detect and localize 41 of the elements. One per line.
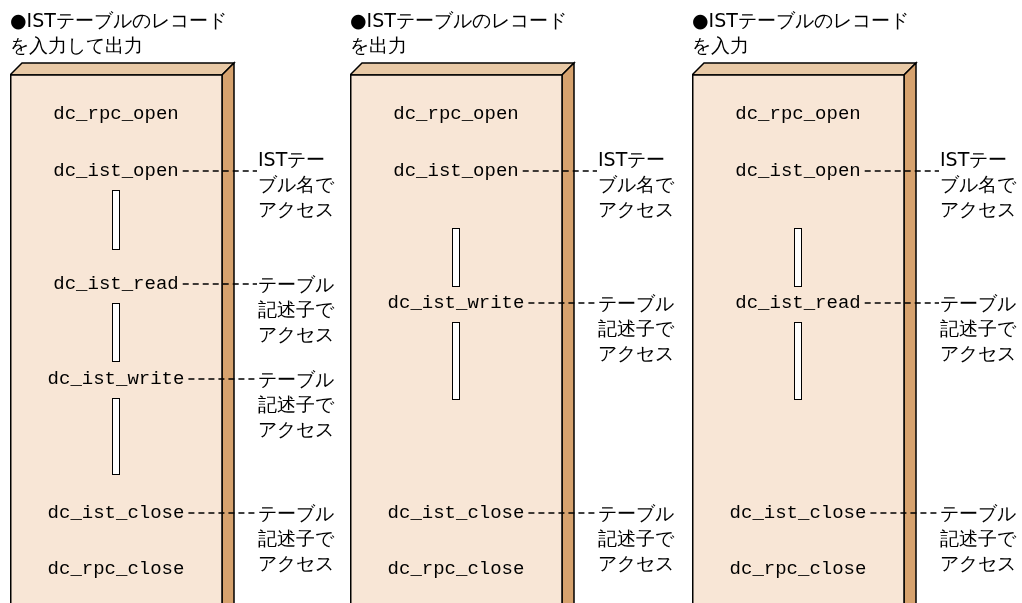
note-text: ISTテーブル名でアクセス xyxy=(940,147,1022,222)
function-name: dc_ist_write xyxy=(387,292,525,314)
processing-bar xyxy=(112,190,120,250)
function-name: dc_ist_close xyxy=(729,502,867,524)
note-text: テーブル記述子でアクセス xyxy=(940,501,1022,576)
function-name: dc_rpc_close xyxy=(387,558,525,580)
panel-heading: ●ISTテーブルのレコードを入力して出力 xyxy=(10,8,228,58)
leader-line xyxy=(863,302,940,304)
processing-bar xyxy=(452,228,460,287)
note-text: テーブル記述子でアクセス xyxy=(258,501,340,576)
function-name: dc_ist_open xyxy=(735,160,861,182)
leader-line xyxy=(863,170,940,172)
note-text: ISTテーブル名でアクセス xyxy=(598,147,680,222)
note-text: テーブル記述子でアクセス xyxy=(258,272,340,347)
function-name: dc_ist_open xyxy=(53,160,179,182)
panel-heading: ●ISTテーブルのレコードを出力 xyxy=(350,8,568,58)
function-name: dc_ist_read xyxy=(53,273,179,295)
note-text: テーブル記述子でアクセス xyxy=(598,501,680,576)
processing-bar xyxy=(794,228,802,287)
leader-line xyxy=(521,170,598,172)
processing-bar xyxy=(112,303,120,362)
note-text: テーブル記述子でアクセス xyxy=(598,291,680,366)
note-text: ISTテーブル名でアクセス xyxy=(258,147,340,222)
function-name: dc_rpc_close xyxy=(729,558,867,580)
function-name: dc_rpc_open xyxy=(393,103,519,125)
function-name: dc_ist_write xyxy=(47,368,185,390)
panel-heading: ●ISTテーブルのレコードを入力 xyxy=(692,8,910,58)
function-name: dc_rpc_open xyxy=(53,103,179,125)
processing-bar xyxy=(452,322,460,400)
function-name: dc_rpc_open xyxy=(735,103,861,125)
function-name: dc_ist_close xyxy=(47,502,185,524)
function-name: dc_ist_read xyxy=(735,292,861,314)
function-name: dc_rpc_close xyxy=(47,558,185,580)
note-text: テーブル記述子でアクセス xyxy=(940,291,1022,366)
function-name: dc_ist_open xyxy=(393,160,519,182)
leader-line xyxy=(181,283,258,285)
function-name: dc_ist_close xyxy=(387,502,525,524)
leader-line xyxy=(181,170,258,172)
processing-bar xyxy=(112,398,120,475)
note-text: テーブル記述子でアクセス xyxy=(258,367,340,442)
processing-bar xyxy=(794,322,802,400)
